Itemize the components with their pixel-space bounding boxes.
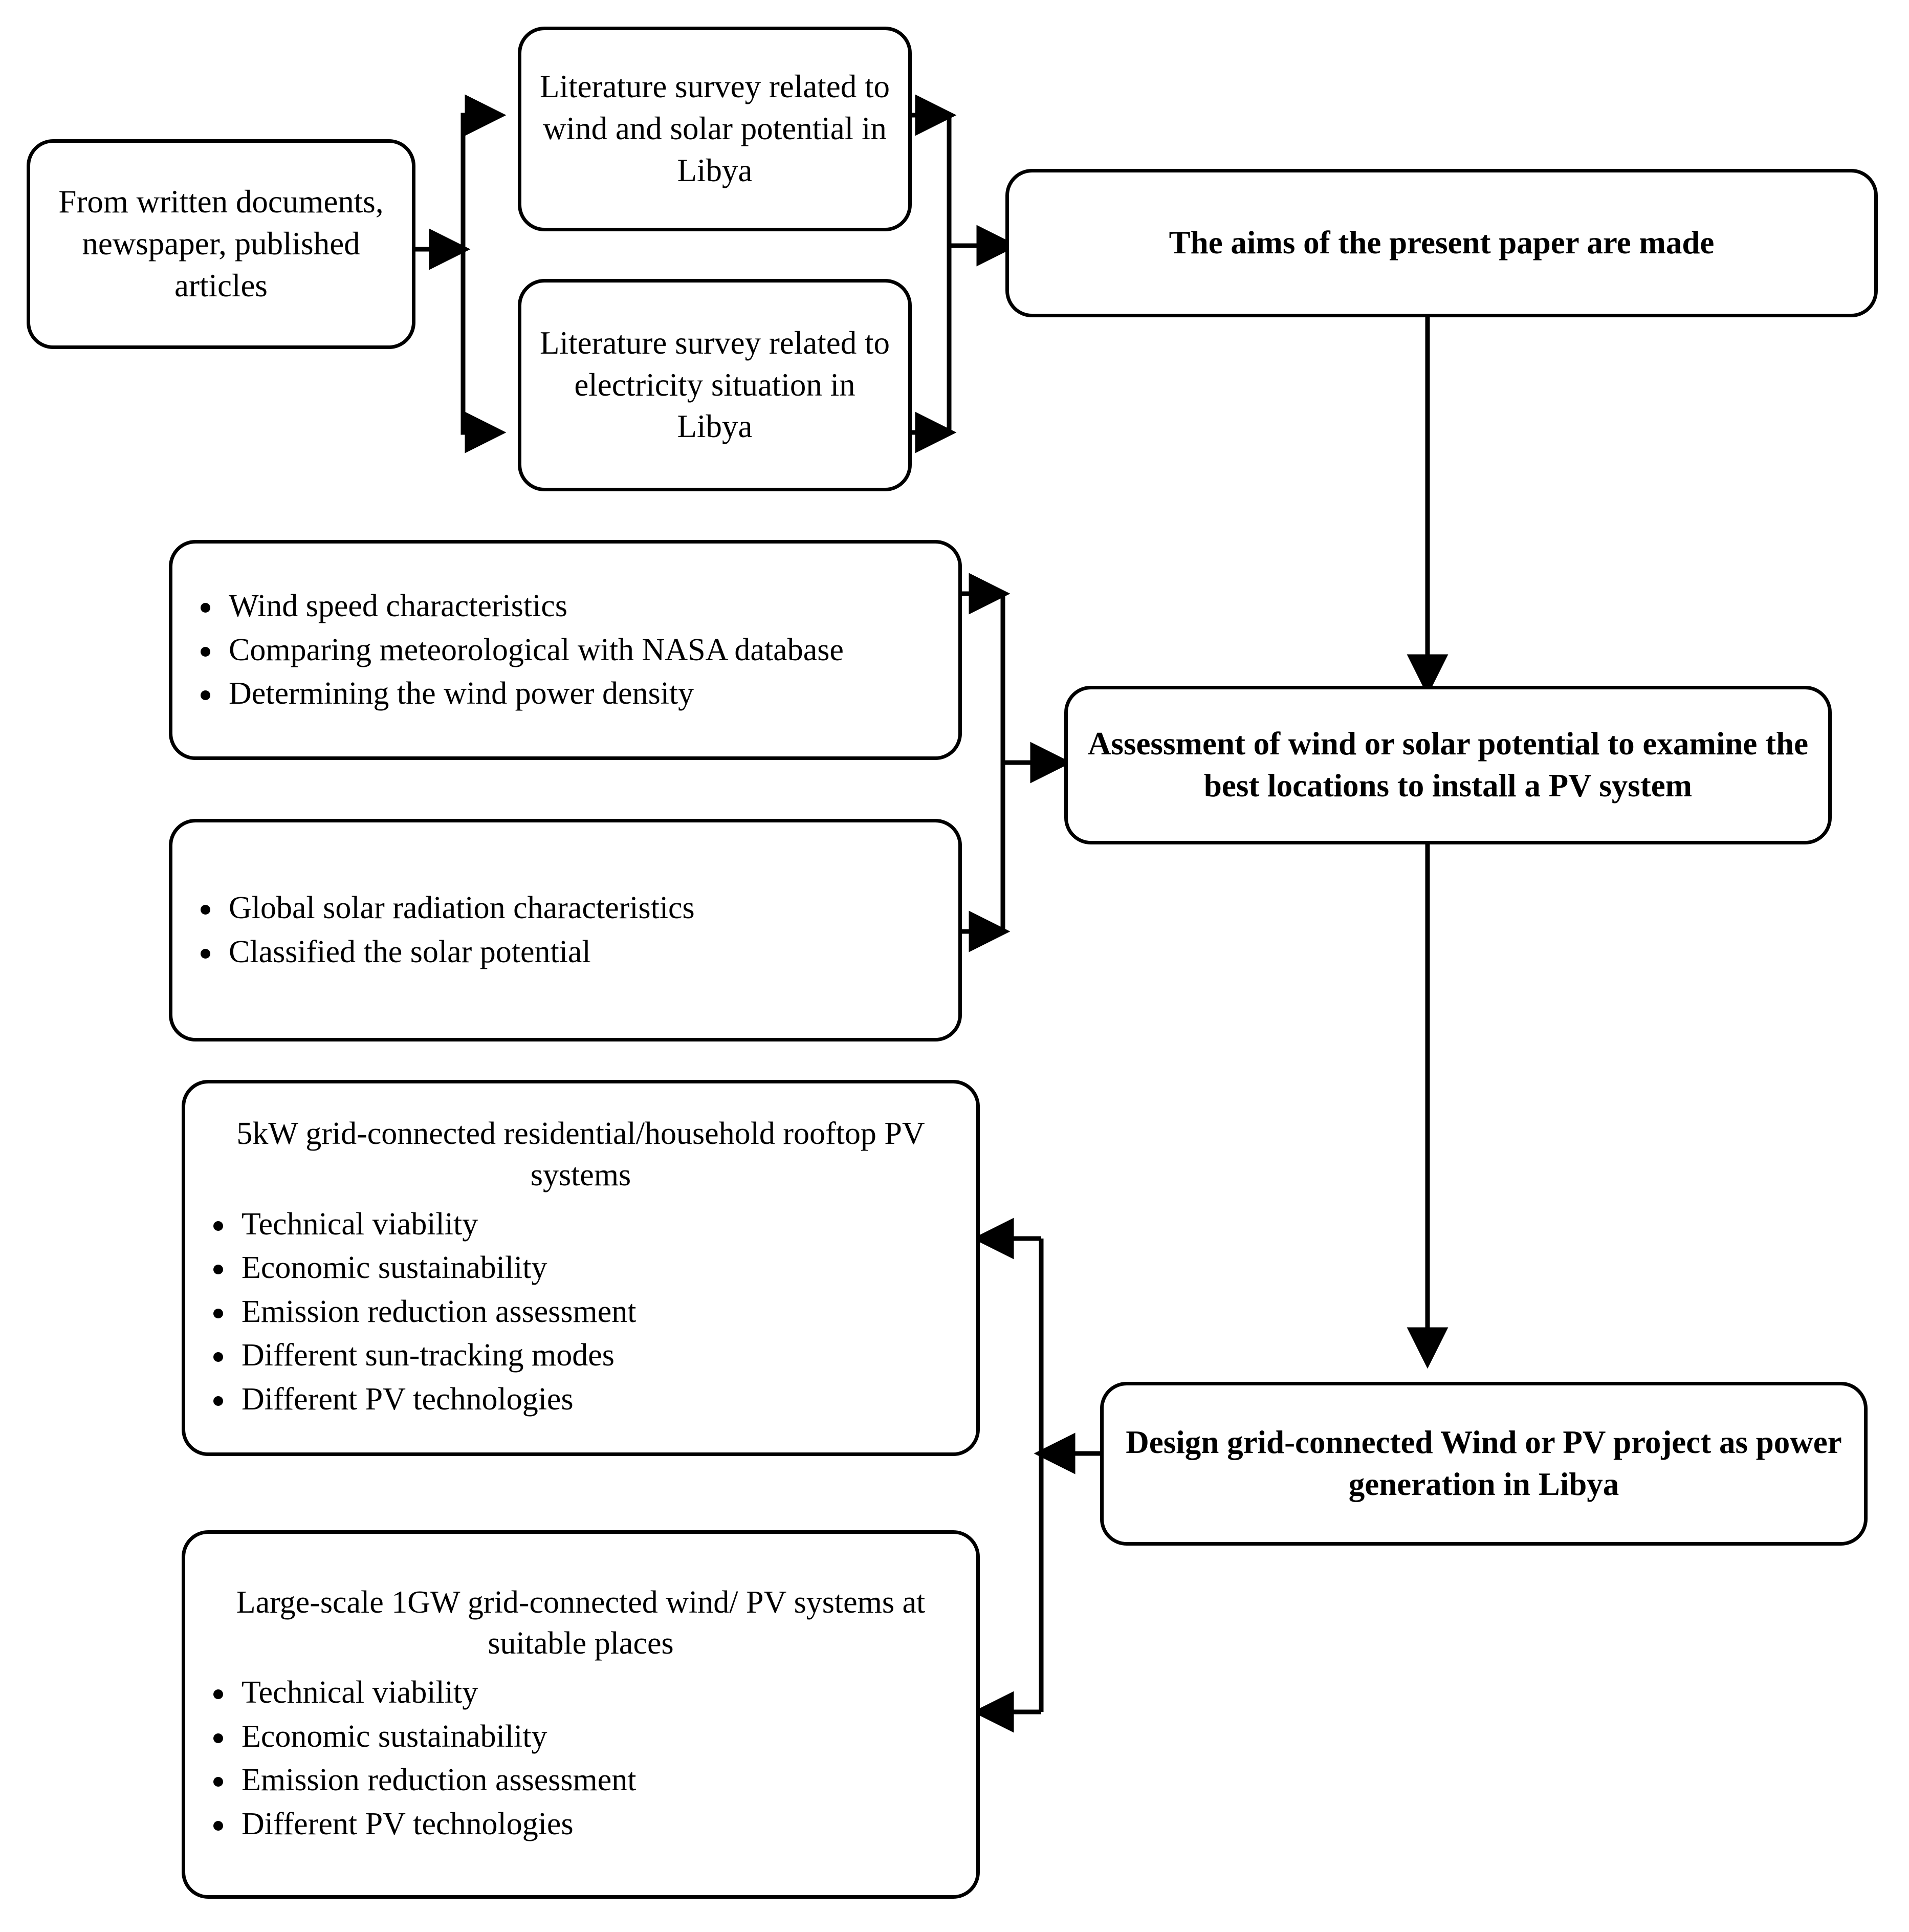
design-box-text: Design grid-connected Wind or PV project…: [1126, 1424, 1842, 1502]
list-item: Wind speed characteristics: [172, 585, 958, 627]
aims-box-text: The aims of the present paper are made: [1169, 225, 1715, 261]
literature-wind-solar-box: Literature survey related to wind and so…: [518, 27, 912, 231]
list-item: Different PV technologies: [185, 1379, 976, 1420]
residential-pv-list: Technical viability Economic sustainabil…: [185, 1201, 976, 1423]
literature-electricity-box: Literature survey related to electricity…: [518, 279, 912, 491]
assessment-box-text: Assessment of wind or solar potential to…: [1087, 726, 1809, 804]
literature-wind-solar-text: Literature survey related to wind and so…: [540, 69, 890, 188]
list-item: Emission reduction assessment: [185, 1760, 976, 1801]
list-item: Different sun-tracking modes: [185, 1335, 976, 1376]
large-scale-header: Large-scale 1GW grid-connected wind/ PV …: [236, 1584, 926, 1661]
residential-pv-box: 5kW grid-connected residential/household…: [182, 1080, 980, 1456]
list-item: Emission reduction assessment: [185, 1291, 976, 1333]
list-item: Technical viability: [185, 1204, 976, 1245]
list-item: Comparing meteorological with NASA datab…: [172, 629, 958, 671]
residential-pv-header: 5kW grid-connected residential/household…: [236, 1116, 925, 1193]
source-box-text: From written documents, newspaper, publi…: [58, 184, 384, 303]
list-item: Economic sustainability: [185, 1247, 976, 1289]
aims-box: The aims of the present paper are made: [1005, 169, 1878, 317]
large-scale-box: Large-scale 1GW grid-connected wind/ PV …: [182, 1530, 980, 1899]
design-box: Design grid-connected Wind or PV project…: [1100, 1382, 1868, 1546]
literature-electricity-text: Literature survey related to electricity…: [540, 324, 890, 445]
solar-characteristics-list: Global solar radiation characteristics C…: [172, 885, 958, 975]
large-scale-list: Technical viability Economic sustainabil…: [185, 1669, 976, 1847]
list-item: Classified the solar potential: [172, 931, 958, 973]
wind-characteristics-box: Wind speed characteristics Comparing met…: [169, 540, 962, 760]
list-item: Technical viability: [185, 1672, 976, 1713]
source-box: From written documents, newspaper, publi…: [27, 139, 415, 349]
list-item: Economic sustainability: [185, 1716, 976, 1757]
assessment-box: Assessment of wind or solar potential to…: [1064, 686, 1832, 844]
wind-characteristics-list: Wind speed characteristics Comparing met…: [172, 583, 958, 717]
solar-characteristics-box: Global solar radiation characteristics C…: [169, 819, 962, 1041]
list-item: Different PV technologies: [185, 1804, 976, 1845]
list-item: Global solar radiation characteristics: [172, 887, 958, 929]
list-item: Determining the wind power density: [172, 673, 958, 714]
